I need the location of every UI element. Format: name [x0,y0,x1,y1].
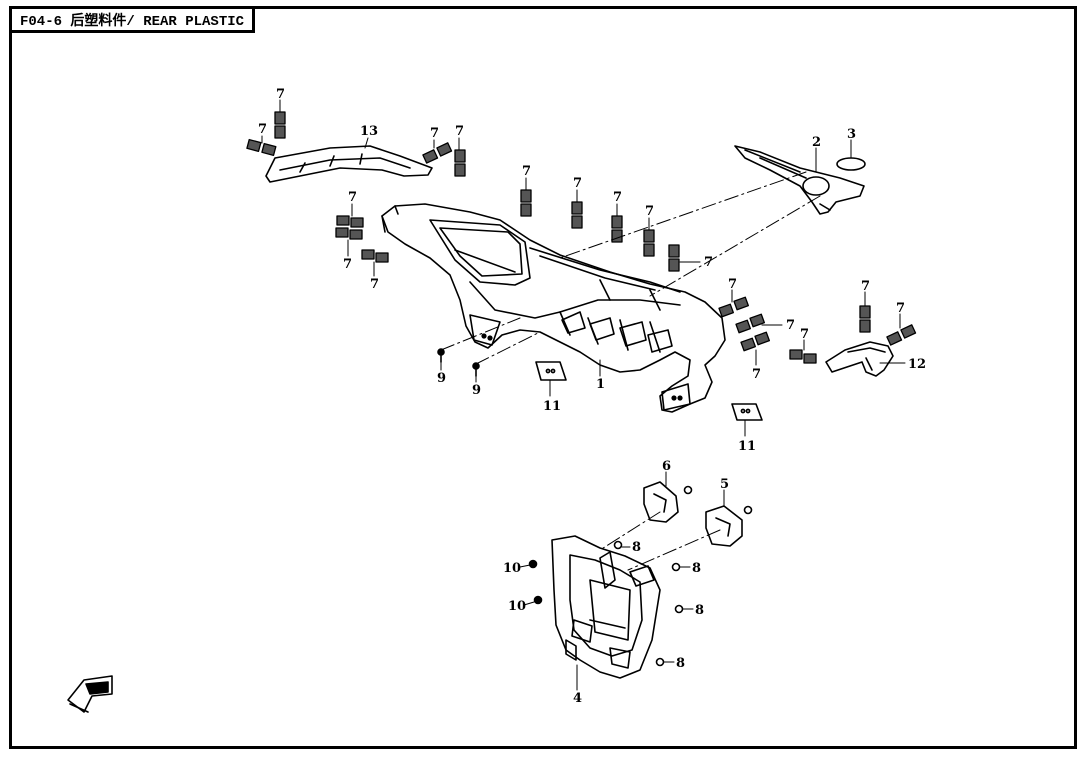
callout-7: 7 [348,190,357,205]
part-12-bracket[interactable] [825,341,894,377]
callout-7: 7 [800,327,809,342]
callout-2: 2 [812,135,821,150]
callout-7: 7 [258,122,267,137]
callout-7: 7 [430,126,439,141]
callout-labels: 7 7 13 7 7 7 7 7 7 7 7 7 7 9 9 11 1 11 7… [258,87,926,706]
callout-7: 7 [728,277,737,292]
front-direction-arrow-icon [67,675,113,713]
callout-7: 7 [343,257,352,272]
callout-7: 7 [752,367,761,382]
callout-8: 8 [695,603,704,618]
callout-8: 8 [676,656,685,671]
callout-10: 10 [503,561,521,576]
callout-7: 7 [522,164,531,179]
callout-7: 7 [455,124,464,139]
callout-9: 9 [472,383,481,398]
callout-12: 12 [908,357,926,372]
drawing-frame [9,6,1077,749]
callout-11: 11 [738,439,756,454]
callout-7: 7 [896,301,905,316]
callout-11: 11 [543,399,561,414]
part-9-screws [437,348,480,377]
part-10-bolts [528,559,543,605]
part-11-pad-right[interactable] [731,403,763,421]
callout-10: 10 [508,599,526,614]
page-title: F04-6 后塑料件/ REAR PLASTIC [9,6,256,33]
callout-13: 13 [360,124,378,139]
part-6-rubber-block[interactable] [643,481,679,523]
callout-7: 7 [276,87,285,102]
callout-7: 7 [786,318,795,333]
callout-5: 5 [720,477,729,492]
part-1-rear-body[interactable] [381,203,726,413]
callout-3: 3 [847,127,856,142]
callout-7: 7 [861,279,870,294]
leader-lines [261,99,906,691]
callout-8: 8 [632,540,641,555]
part-2-side-cover[interactable] [734,145,865,215]
callout-7: 7 [613,190,622,205]
callout-7: 7 [645,204,654,219]
part-5-rubber-block[interactable] [705,505,743,547]
callout-7: 7 [704,255,713,270]
part-7-clips [246,111,917,364]
part-3-o-ring[interactable] [836,157,866,171]
callout-7: 7 [573,176,582,191]
callout-4: 4 [573,691,582,706]
assembly-lines [440,171,821,571]
callout-1: 1 [596,377,605,392]
callout-7: 7 [370,277,379,292]
part-11-pad-left[interactable] [535,361,567,381]
callout-6: 6 [662,459,671,474]
part-13-rear-trim[interactable] [265,145,433,183]
callout-9: 9 [437,371,446,386]
part-4-lower-panel[interactable] [551,535,661,679]
callout-8: 8 [692,561,701,576]
